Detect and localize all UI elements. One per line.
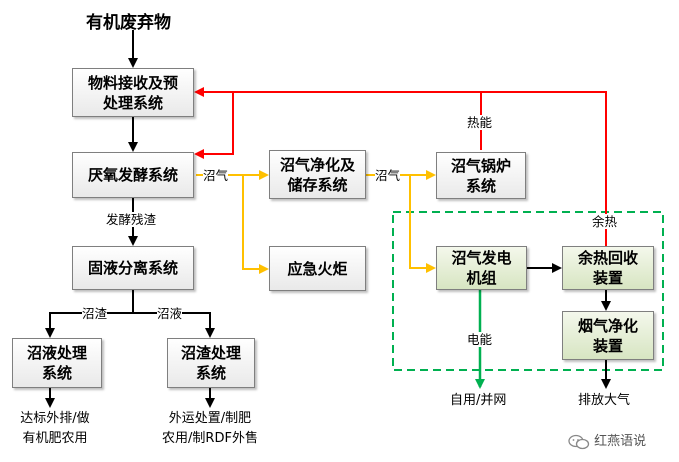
watermark-text: 红燕语说 xyxy=(594,434,647,449)
slag-label: 沼渣 xyxy=(82,306,108,321)
arrow-to-generator xyxy=(409,175,436,273)
solid-liquid-separation-box: 固液分离系统 xyxy=(72,246,194,290)
biogas-boiler-box: 沼气锅炉 系统 xyxy=(436,152,526,199)
liquid-output-text: 达标外排/做 有机肥农用 xyxy=(20,411,90,446)
flue-gas-purify-box: 烟气净化 装置 xyxy=(562,311,654,360)
slurry-label: 沼液 xyxy=(157,306,183,321)
biogas-purify-box: 沼气净化及 储存系统 xyxy=(269,150,366,199)
biogas-label-2: 沼气 xyxy=(375,168,401,183)
wechat-icon xyxy=(568,434,590,449)
arrow-waste-heat-return xyxy=(194,91,607,246)
grid-output-text: 自用/并网 xyxy=(450,393,507,408)
biogas-label-1: 沼气 xyxy=(203,168,229,183)
liquid-treatment-box: 沼液处理 系统 xyxy=(12,338,102,388)
digestate-label: 发酵残渣 xyxy=(106,212,157,227)
input-title: 有机废弃物 xyxy=(86,13,171,33)
receive-preprocess-box: 物料接收及预 处理系统 xyxy=(72,68,194,117)
power-unit-frame xyxy=(392,211,664,371)
heat-label: 热能 xyxy=(467,115,493,130)
residue-output-text: 外运处置/制肥 农用/制RDF外售 xyxy=(162,411,258,446)
electric-label: 电能 xyxy=(467,332,493,347)
arrow-to-flare xyxy=(242,175,269,274)
atmosphere-output-text: 排放大气 xyxy=(578,393,631,408)
residue-treatment-box: 沼渣处理 系统 xyxy=(167,338,255,388)
waste-heat-recovery-box: 余热回收 装置 xyxy=(562,246,654,290)
anaerobic-fermentation-box: 厌氧发酵系统 xyxy=(72,152,194,198)
arrow-boiler-heat-return xyxy=(194,87,482,150)
waste-heat-label: 余热 xyxy=(592,214,618,229)
watermark: 红燕语说 xyxy=(568,430,646,450)
biogas-generator-box: 沼气发电 机组 xyxy=(436,246,527,290)
emergency-flare-box: 应急火炬 xyxy=(269,246,366,291)
